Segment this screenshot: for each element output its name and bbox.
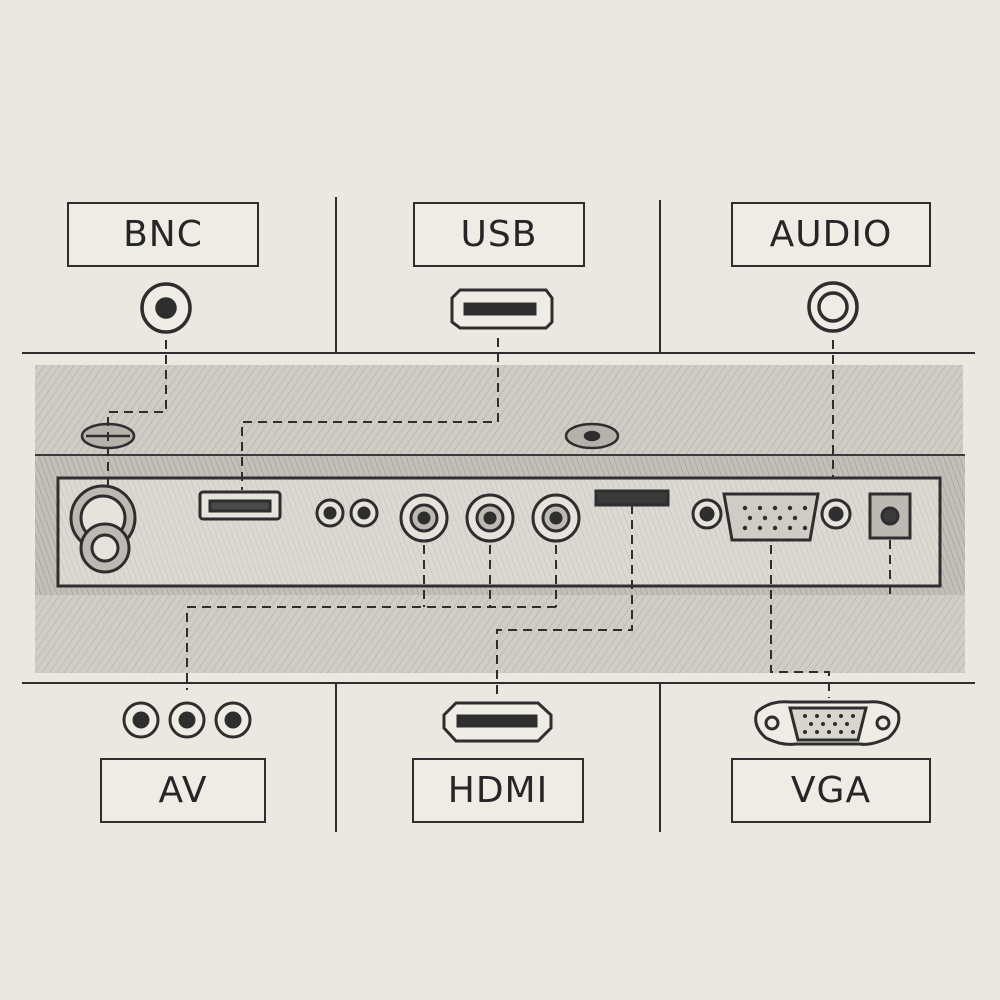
panel-ports [69, 484, 912, 574]
bnc-label: BNC [67, 202, 259, 267]
vga-icon [754, 700, 901, 746]
av-label: AV [100, 758, 266, 823]
hdmi-icon [442, 701, 553, 743]
leader-lines [107, 338, 891, 700]
av-jacks [399, 493, 581, 543]
hdmi-port [594, 489, 670, 507]
audio-label: AUDIO [731, 202, 931, 267]
bnc-icon [140, 282, 192, 334]
hdmi-label: HDMI [412, 758, 584, 823]
bnc-port [69, 484, 137, 574]
audio-icon [807, 281, 859, 333]
vga-port [691, 492, 852, 542]
audio-jacks [315, 498, 379, 528]
usb-icon [450, 288, 554, 330]
vga-label: VGA [731, 758, 931, 823]
av-icon [122, 701, 252, 739]
power-jack [868, 492, 912, 540]
usb-label: USB [413, 202, 585, 267]
usb-port [198, 490, 282, 521]
